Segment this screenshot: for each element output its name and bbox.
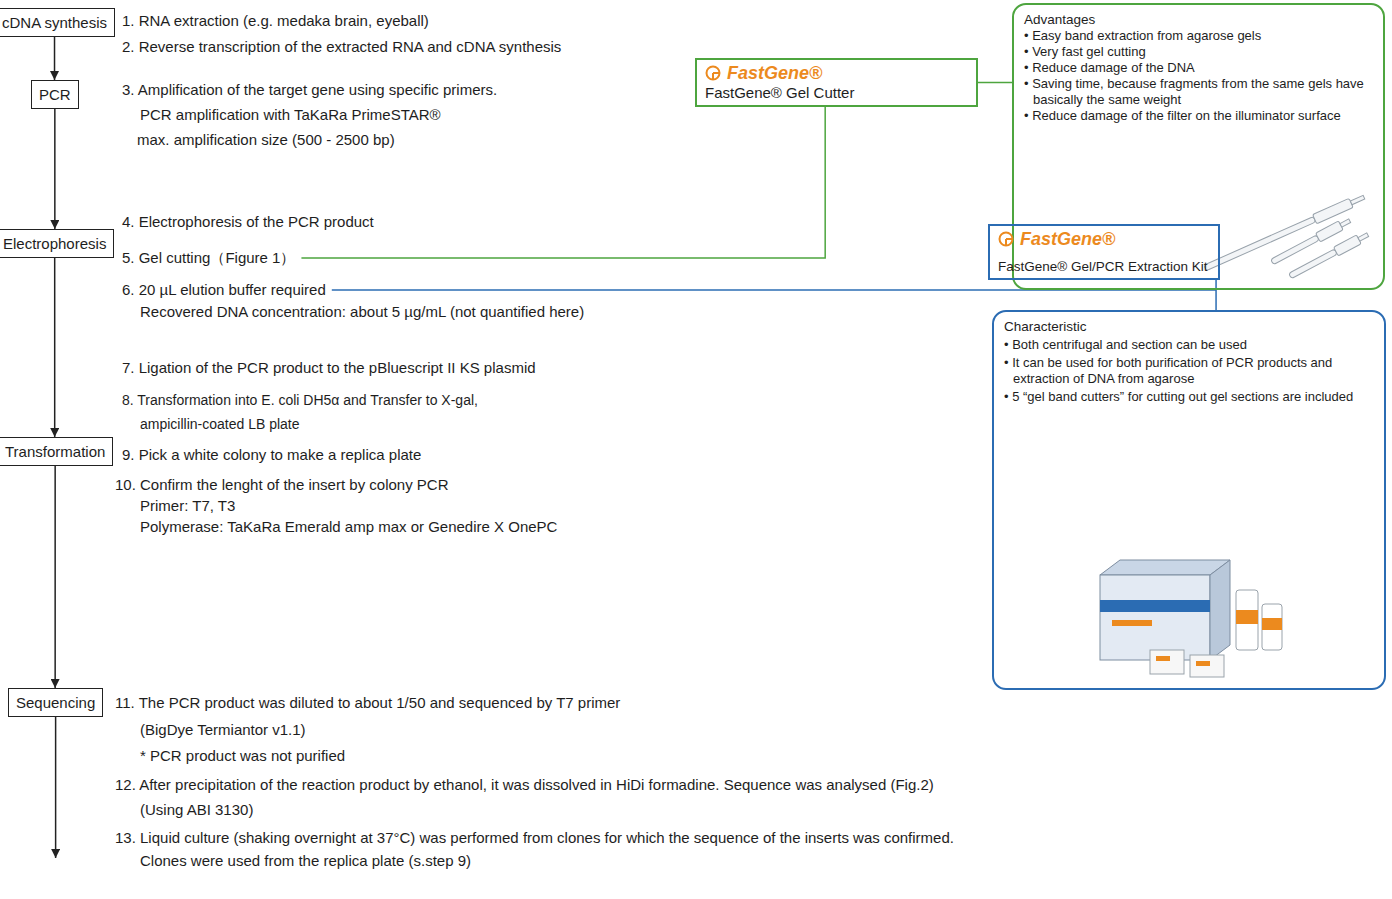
bullet-item: • It can be used for both purification o…: [1004, 355, 1374, 387]
step-text: 12. After precipitation of the reaction …: [115, 776, 934, 794]
step-text: (Using ABI 3130): [140, 801, 253, 819]
step-text: 13. Liquid culture (shaking overnight at…: [115, 829, 954, 847]
stage-box: Transformation: [0, 437, 113, 466]
stage-name: Sequencing: [16, 693, 95, 712]
bullet-item: • Saving time, because fragments from th…: [1024, 76, 1373, 108]
step-text: 11. The PCR product was diluted to about…: [115, 694, 620, 712]
step-text: 1. RNA extraction (e.g. medaka brain, ey…: [122, 12, 429, 30]
characteristic-panel: Characteristic • Both centrifugal and sec…: [992, 310, 1386, 690]
bullet-item: • Both centrifugal and section can be us…: [1004, 337, 1374, 353]
stage-name: PCR: [39, 85, 71, 104]
connector: [54, 466, 56, 688]
brand-logo: FastGene®: [998, 229, 1208, 250]
step-text: 2. Reverse transcription of the extracte…: [122, 38, 561, 56]
step-text: Recovered DNA concentration: about 5 µg/…: [140, 303, 584, 321]
connector: [1215, 280, 1217, 310]
brand-icon: [998, 231, 1014, 247]
gel-cutter-illustration: [1203, 193, 1370, 281]
stage-name: Electrophoresis: [3, 234, 106, 253]
leader-line: [301, 107, 825, 258]
step-text: Clones were used from the replica plate …: [140, 852, 471, 870]
step-text: 4. Electrophoresis of the PCR product: [122, 213, 374, 231]
bullet-item: • Very fast gel cutting: [1024, 44, 1373, 60]
connector: [54, 109, 56, 229]
step-text: 8. Transformation into E. coli DH5α and …: [122, 391, 478, 409]
connector: [54, 37, 56, 80]
step-text: 3. Amplification of the target gene usin…: [122, 81, 497, 99]
stage-name: Transformation: [5, 442, 105, 461]
flow-tail-arrow: [55, 717, 57, 858]
stage-box: Sequencing: [8, 688, 103, 717]
step-text: 7. Ligation of the PCR product to the pB…: [122, 359, 536, 377]
step-text: Polymerase: TaKaRa Emerald amp max or Ge…: [140, 518, 557, 536]
product-box: FastGene® FastGene® Gel/PCR Extraction Ki…: [988, 224, 1220, 280]
connector: [978, 82, 1012, 84]
step-text: 5. Gel cutting（Figure 1）: [122, 249, 295, 267]
brand-icon: [705, 65, 721, 81]
step-text: PCR amplification with TaKaRa PrimeSTAR®: [140, 106, 441, 124]
product-name: FastGene® Gel Cutter: [705, 84, 966, 102]
step-text: max. amplification size (500 - 2500 bp): [137, 131, 395, 149]
step-text: ampicillin-coated LB plate: [140, 415, 300, 433]
kit-photo-illustration: [1100, 560, 1282, 677]
stage-box: PCR: [31, 80, 79, 109]
step-text: * PCR product was not purified: [140, 747, 345, 765]
step-text: 9. Pick a white colony to make a replica…: [122, 446, 421, 464]
step-text: Primer: T7, T3: [140, 497, 235, 515]
panel-heading: Characteristic: [1004, 318, 1374, 335]
step-text: 6. 20 µL elution buffer required: [122, 281, 326, 299]
product-name: FastGene® Gel/PCR Extraction Kit: [998, 258, 1208, 275]
step-text: 10. Confirm the lenght of the insert by …: [115, 476, 449, 494]
stage-box: Electrophoresis: [0, 229, 114, 258]
connector: [54, 258, 56, 437]
bullet-item: • Easy band extraction from agarose gels: [1024, 28, 1373, 44]
stage-name: cDNA synthesis: [2, 13, 107, 32]
bullet-item: • 5 “gel band cutters” for cutting out g…: [1004, 389, 1374, 405]
brand-logo: FastGene®: [705, 63, 966, 84]
product-box: FastGene®FastGene® Gel Cutter: [695, 58, 978, 107]
bullet-item: • Reduce damage of the filter on the ill…: [1024, 108, 1373, 124]
bullet-item: • Reduce damage of the DNA: [1024, 60, 1373, 76]
panel-heading: Advantages: [1024, 11, 1373, 28]
step-text: (BigDye Termiantor v1.1): [140, 721, 306, 739]
stage-box: cDNA synthesis: [0, 8, 115, 37]
